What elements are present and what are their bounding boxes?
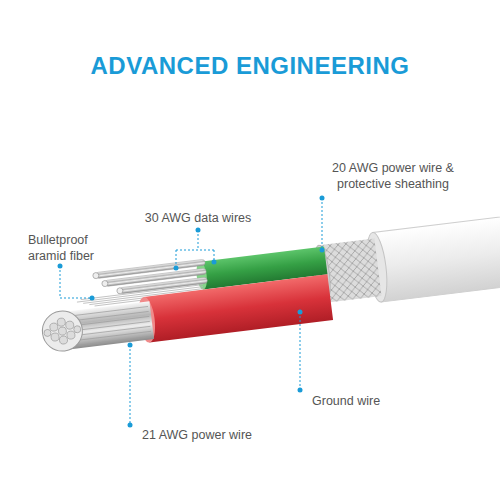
- outer-sheath: [373, 213, 500, 302]
- data-wire-end: [102, 280, 109, 287]
- callout-label: 21 AWG power wire: [142, 427, 302, 443]
- title-text: ADVANCED ENGINEERING: [0, 52, 500, 80]
- callout-label: 30 AWG data wires: [130, 210, 266, 226]
- data-wire-end: [93, 272, 100, 279]
- data-wire-end: [117, 287, 124, 294]
- strand-ends: [42, 316, 82, 346]
- leader-lines: [60, 198, 322, 425]
- callout-label: 20 AWG power wire & protective sheathing: [318, 160, 468, 192]
- callout-label: Bulletproof aramid fiber: [28, 232, 116, 264]
- callout-label: Ground wire: [312, 393, 412, 409]
- cable-body: [35, 213, 500, 355]
- conductor-end: [40, 309, 85, 354]
- red-insulation: [144, 274, 333, 342]
- leader-dots: [58, 196, 325, 428]
